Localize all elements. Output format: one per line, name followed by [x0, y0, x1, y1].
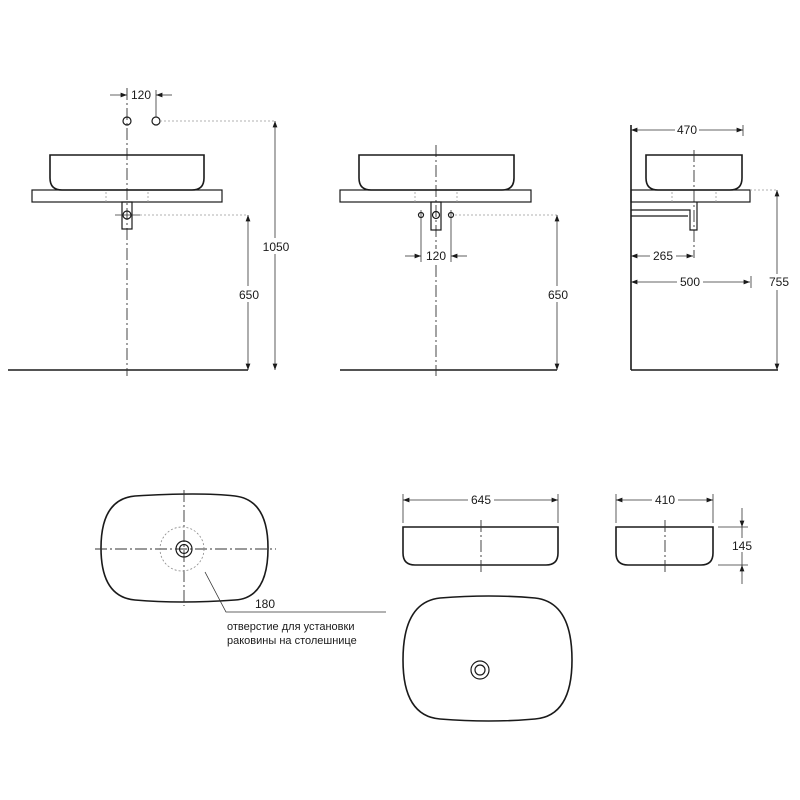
basin-plan-outline — [100, 493, 269, 603]
drain-hole-icon — [470, 660, 490, 680]
basin-outline — [402, 526, 559, 566]
countertop — [339, 189, 532, 203]
note-line-1: отверстие для установки — [227, 621, 354, 633]
basin-side-elevation: 410 145 — [615, 493, 755, 584]
note-line-2: раковины на столешнице — [227, 635, 357, 647]
dim-pipe-spacing: 120 — [131, 88, 151, 102]
basin-plan-outline — [402, 595, 573, 722]
dim-basin-width: 645 — [471, 493, 491, 507]
dim-hole-diameter: 180 — [255, 597, 275, 611]
drain-pipe — [121, 201, 133, 230]
dim-basin-depth: 410 — [655, 493, 675, 507]
front-view-wall-mount: 120 1050 650 — [8, 88, 291, 376]
basin-front-elevation: 645 — [402, 493, 559, 572]
drain-pipe — [631, 202, 698, 231]
countertop — [630, 189, 751, 203]
front-view-floor-drain: 120 650 — [339, 145, 569, 376]
dim-counter-height: 755 — [769, 275, 789, 289]
basin-outline — [358, 154, 515, 191]
basin-plan — [402, 595, 573, 722]
dim-total-height: 1050 — [263, 240, 290, 254]
dim-drain-height: 650 — [239, 288, 259, 302]
drain-pipe — [430, 201, 442, 231]
basin-outline — [615, 526, 714, 566]
dim-drain-height: 650 — [548, 288, 568, 302]
leader-line — [204, 571, 386, 613]
cutout-circle — [159, 526, 205, 572]
side-view: 470 265 500 755 — [630, 123, 792, 371]
dim-counter-depth: 500 — [680, 275, 700, 289]
dim-drain-offset: 265 — [653, 249, 673, 263]
water-pipe-right-icon — [151, 116, 161, 126]
dim-bowl-depth: 470 — [677, 123, 697, 137]
dim-basin-height: 145 — [732, 539, 752, 553]
water-pipe-left-icon — [122, 116, 132, 126]
dim-drain-spacing: 120 — [426, 249, 446, 263]
plan-view-cutout: 180 отверстие для установки раковины на … — [95, 490, 386, 647]
drain-hole-icon — [175, 540, 193, 558]
